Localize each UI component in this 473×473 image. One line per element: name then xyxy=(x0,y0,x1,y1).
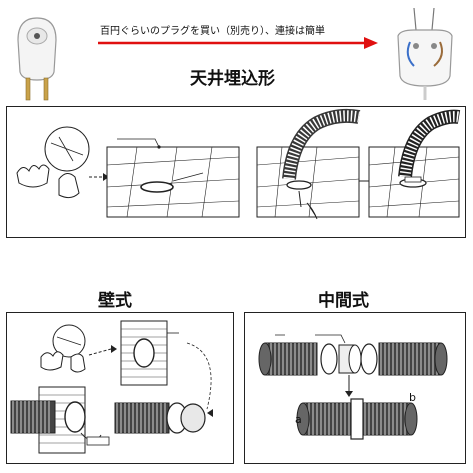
ceiling-duct-final-illustration xyxy=(368,109,461,218)
top-arrow xyxy=(98,36,378,50)
brick-wall-installed-illustration xyxy=(10,386,110,454)
ceiling-panel xyxy=(6,106,466,238)
plug-illustration xyxy=(8,10,66,102)
top-caption: 百円ぐらいのプラグを買い（別売り）、連接は簡単 xyxy=(100,26,325,37)
wall-title: 壁式 xyxy=(98,291,132,311)
wired-socket-illustration xyxy=(384,6,466,102)
inline-assembled-illustration xyxy=(296,398,418,440)
cutting-hands-illustration xyxy=(16,126,109,199)
label-a: a xyxy=(295,413,302,426)
inline-exploded-illustration xyxy=(258,334,448,397)
duct-with-fan-illustration xyxy=(114,402,213,434)
ceiling-duct-install-illustration xyxy=(256,108,375,220)
inline-title: 中間式 xyxy=(318,291,369,311)
wall-panel xyxy=(6,312,234,464)
plug-icon xyxy=(17,17,57,101)
label-b: b xyxy=(409,391,416,404)
wired-socket-icon xyxy=(397,7,453,100)
wall-cutting-illustration xyxy=(40,324,117,373)
brick-wall-with-hole-illustration xyxy=(120,320,212,410)
ceiling-cutout-illustration xyxy=(106,138,240,218)
ceiling-title: 天井埋込形 xyxy=(190,69,275,89)
inline-panel: a b xyxy=(244,312,466,464)
